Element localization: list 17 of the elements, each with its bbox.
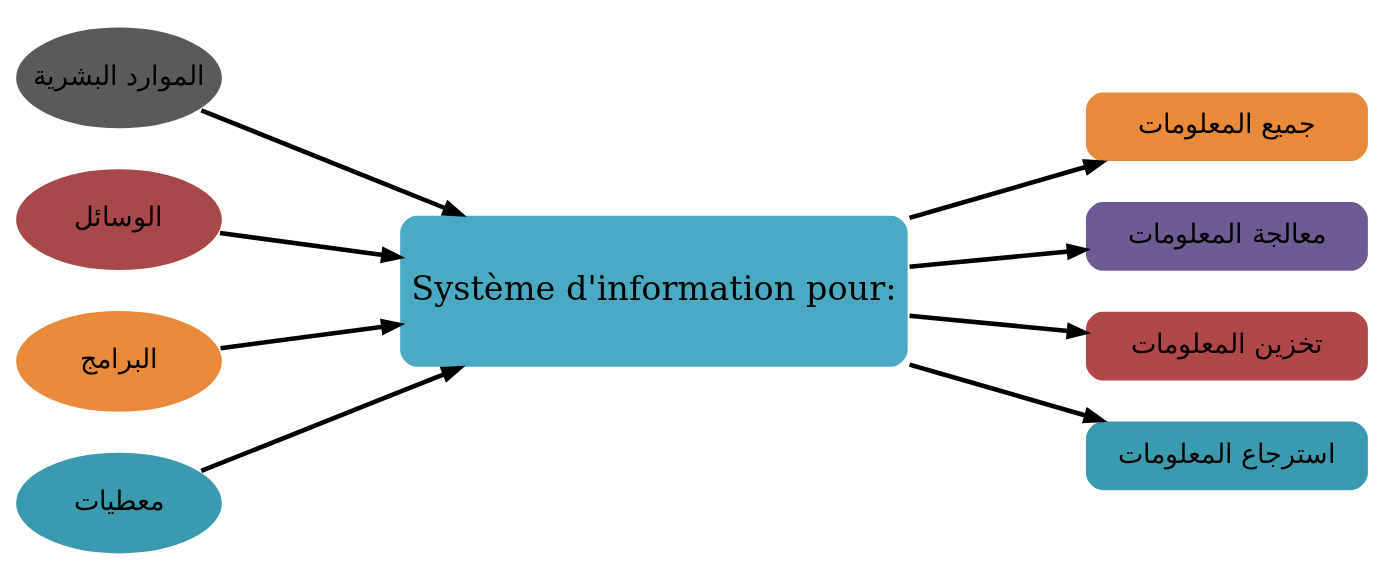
arrow bbox=[219, 230, 406, 264]
node-box: جميع المعلومات bbox=[1082, 89, 1371, 164]
arrow bbox=[220, 318, 406, 351]
arrow bbox=[909, 243, 1092, 270]
node-box: معالجة المعلومات bbox=[1082, 199, 1371, 274]
arrow bbox=[200, 108, 467, 217]
node-ellipse: الوسائل bbox=[13, 166, 225, 273]
arrow bbox=[200, 365, 466, 474]
arrow bbox=[908, 362, 1108, 424]
node-ellipse: معطيات bbox=[13, 449, 225, 557]
node-box: استرجاع المعلومات bbox=[1082, 418, 1371, 494]
arrow bbox=[909, 313, 1092, 340]
node-box: Système d'information pour: bbox=[397, 212, 911, 370]
node-box: تخزين المعلومات bbox=[1082, 308, 1371, 384]
node-ellipse: الموارد البشرية bbox=[13, 24, 225, 132]
arrow bbox=[908, 159, 1108, 221]
node-ellipse: البرامج bbox=[13, 308, 225, 415]
